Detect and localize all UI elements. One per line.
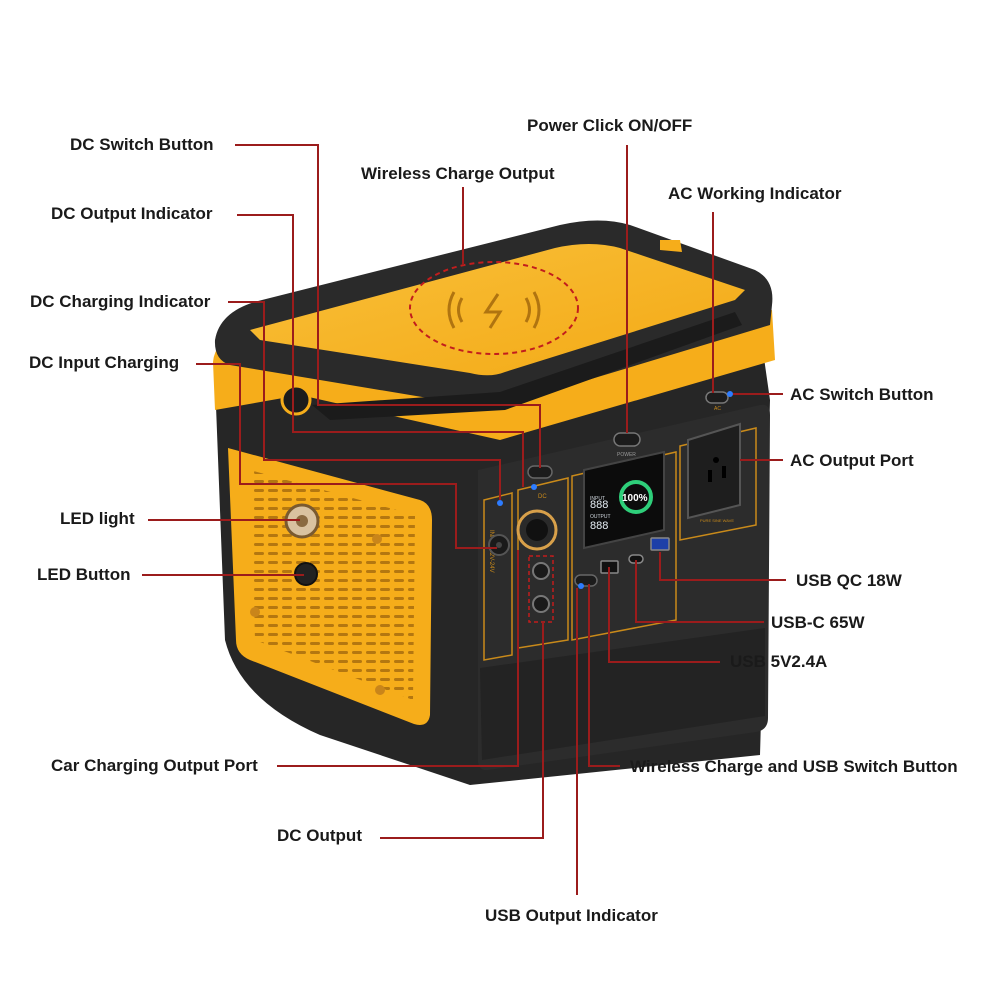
svg-text:AC: AC xyxy=(714,406,721,412)
label-usb-output-indicator: USB Output Indicator xyxy=(485,906,658,925)
ac-switch-button[interactable] xyxy=(705,391,729,404)
svg-text:OUTPUT: OUTPUT xyxy=(590,514,611,520)
svg-text:PURE SINE WAVE: PURE SINE WAVE xyxy=(700,518,734,523)
label-dc-switch-button: DC Switch Button xyxy=(70,135,214,154)
wireless-zone-circle xyxy=(409,261,579,355)
label-wireless-output: Wireless Charge Output xyxy=(361,164,555,183)
ac-output-socket[interactable] xyxy=(687,422,741,520)
label-ac-switch-button: AC Switch Button xyxy=(790,385,934,404)
svg-text:888: 888 xyxy=(590,499,608,511)
label-power-click: Power Click ON/OFF xyxy=(527,116,693,135)
wireless-usb-switch-button[interactable] xyxy=(574,574,598,587)
usb-output-indicator-led xyxy=(578,583,584,589)
lcd-screen xyxy=(583,450,665,550)
dc-charging-indicator-led xyxy=(497,500,503,506)
callout-lines xyxy=(142,144,786,895)
usb-qc-port[interactable] xyxy=(650,537,670,551)
label-ac-working-indicator: AC Working Indicator xyxy=(668,184,842,203)
top-lid xyxy=(250,244,745,376)
svg-text:100%: 100% xyxy=(622,493,648,504)
label-wireless-usb-switch: Wireless Charge and USB Switch Button xyxy=(630,757,958,776)
dc-output-port-2[interactable] xyxy=(532,595,550,613)
dc-output-box xyxy=(528,555,554,623)
label-usb-5v: USB 5V2.4A xyxy=(730,652,828,671)
svg-text:DC: DC xyxy=(538,494,547,500)
label-led-light: LED light xyxy=(60,509,135,528)
label-dc-input-charging: DC Input Charging xyxy=(29,353,180,372)
label-usb-qc: USB QC 18W xyxy=(796,571,902,590)
power-button[interactable] xyxy=(613,432,641,447)
label-dc-charging-indicator: DC Charging Indicator xyxy=(30,292,211,311)
label-led-button: LED Button xyxy=(37,565,131,584)
wireless-charge-icon xyxy=(447,291,541,329)
label-dc-output: DC Output xyxy=(277,826,362,845)
dc-input-panel xyxy=(483,492,513,661)
svg-text:INPUT: INPUT xyxy=(590,496,605,502)
svg-text:POWER: POWER xyxy=(617,452,636,458)
label-dc-output-indicator: DC Output Indicator xyxy=(51,204,213,223)
svg-text:888: 888 xyxy=(590,520,608,532)
label-usb-c: USB-C 65W xyxy=(771,613,865,632)
battery-ring xyxy=(619,480,653,514)
ac-working-indicator-led xyxy=(727,391,733,397)
label-car-charging-port: Car Charging Output Port xyxy=(51,756,258,775)
dc-output-port-1[interactable] xyxy=(532,562,550,580)
device-body: INPUT 12V-24V DC POWER INPUT 888 OUTPUT … xyxy=(213,220,775,785)
label-ac-output-port: AC Output Port xyxy=(790,451,914,470)
